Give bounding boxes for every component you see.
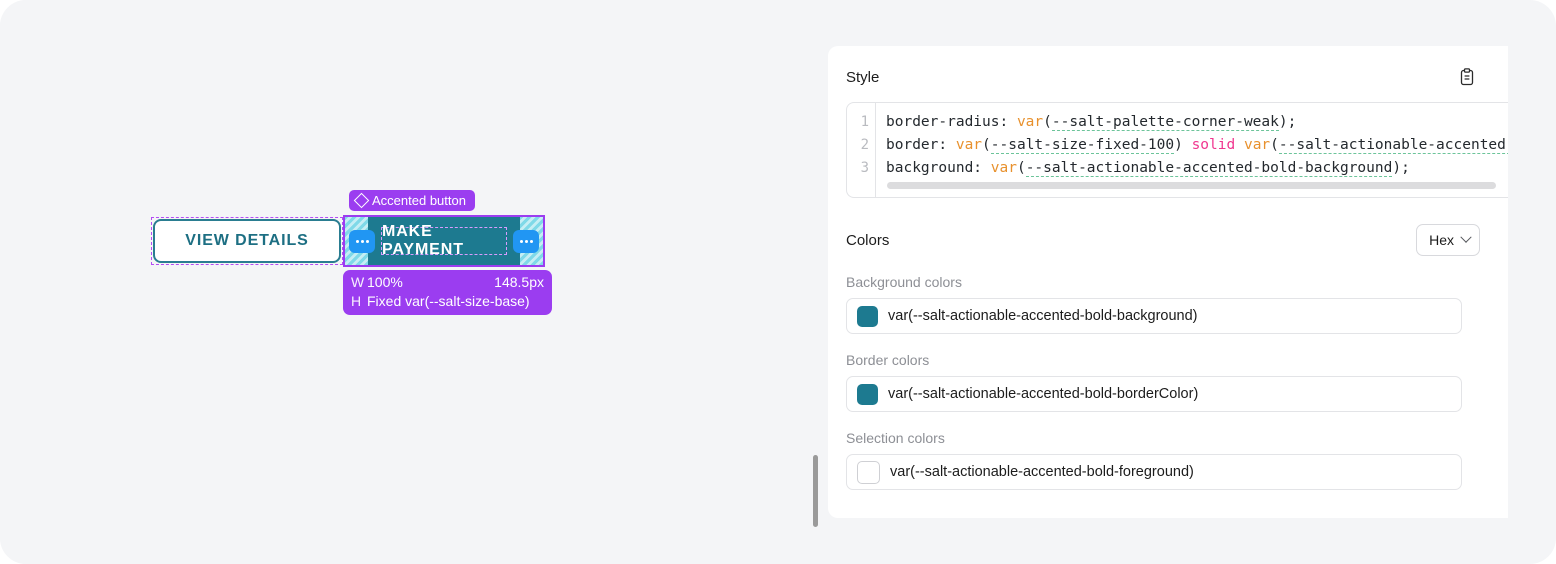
style-code-block[interactable]: 1 2 3 border-radius: var(--salt-palette-… [846, 102, 1508, 198]
view-details-button[interactable]: VIEW DETAILS [153, 219, 341, 263]
make-payment-selection-outline [343, 215, 545, 267]
color-groups: Background colors var(--salt-actionable-a… [846, 274, 1508, 490]
code-line: border-radius: var(--salt-palette-corner… [886, 114, 1297, 131]
size-tooltip-height-row: H Fixed var(--salt-size-base) [351, 292, 544, 311]
color-swatch[interactable] [857, 460, 880, 484]
line-number: 1 [860, 114, 869, 130]
code-line-number-gutter: 1 2 3 [847, 103, 876, 197]
color-token-value: var(--salt-actionable-accented-bold-back… [888, 308, 1198, 324]
colors-section-title: Colors [846, 231, 890, 249]
line-number: 3 [860, 160, 869, 176]
size-tooltip-width-row: W 100% 148.5px [351, 273, 544, 292]
style-section-header: Style [846, 64, 1508, 90]
width-pixels: 148.5px [494, 274, 544, 290]
clipboard-copy-icon[interactable] [1454, 64, 1480, 90]
color-row[interactable]: var(--salt-actionable-accented-bold-back… [846, 298, 1462, 334]
height-value: Fixed var(--salt-size-base) [367, 293, 530, 309]
view-details-label: VIEW DETAILS [185, 232, 309, 249]
size-tooltip: W 100% 148.5px H Fixed var(--salt-size-b… [343, 270, 552, 315]
color-swatch[interactable] [857, 305, 878, 327]
color-row[interactable]: var(--salt-actionable-accented-bold-fore… [846, 454, 1462, 490]
make-payment-label: MAKE PAYMENT [381, 223, 507, 258]
color-format-value: Hex [1429, 232, 1454, 248]
code-line: border: var(--salt-size-fixed-100) solid… [886, 134, 1508, 157]
colors-section-header: Colors Hex [846, 224, 1508, 256]
color-token-value: var(--salt-actionable-accented-bold-bord… [888, 386, 1199, 402]
view-details-button-wrapper[interactable]: VIEW DETAILS [151, 217, 343, 265]
line-number: 2 [860, 137, 869, 153]
view-details-selection-outline [151, 217, 343, 265]
more-dots-handle-icon-right[interactable] [513, 230, 539, 253]
code-content[interactable]: border-radius: var(--salt-palette-corner… [876, 111, 1508, 180]
component-badge-label: Accented button [372, 193, 466, 208]
design-canvas[interactable]: Accented button VIEW DETAILS MAKE PAYMEN… [0, 0, 828, 564]
color-group-label: Background colors [846, 274, 962, 290]
code-horizontal-scrollbar[interactable] [887, 182, 1496, 189]
color-row[interactable]: var(--salt-actionable-accented-bold-bord… [846, 376, 1462, 412]
make-payment-button-wrapper[interactable]: MAKE PAYMENT [343, 215, 545, 267]
panel-vertical-scrollbar[interactable] [813, 455, 818, 527]
more-dots-handle-icon-left[interactable] [349, 230, 375, 253]
component-badge[interactable]: Accented button [349, 190, 475, 211]
color-swatch[interactable] [857, 383, 878, 405]
code-line: background: var(--salt-actionable-accent… [886, 160, 1410, 177]
width-value: 100% [367, 274, 403, 290]
inspector-panel: Style 1 2 3 border-radius: var [828, 46, 1508, 518]
diamond-component-icon [353, 192, 370, 209]
color-group-label: Selection colors [846, 430, 945, 446]
style-section-title: Style [846, 68, 880, 86]
height-key: H [351, 293, 362, 309]
color-token-value: var(--salt-actionable-accented-bold-fore… [890, 464, 1194, 480]
color-format-select[interactable]: Hex [1416, 224, 1480, 256]
make-payment-button[interactable]: MAKE PAYMENT [345, 217, 543, 265]
color-group-label: Border colors [846, 352, 930, 368]
chevron-down-icon [1460, 231, 1472, 243]
width-key: W [351, 274, 365, 290]
